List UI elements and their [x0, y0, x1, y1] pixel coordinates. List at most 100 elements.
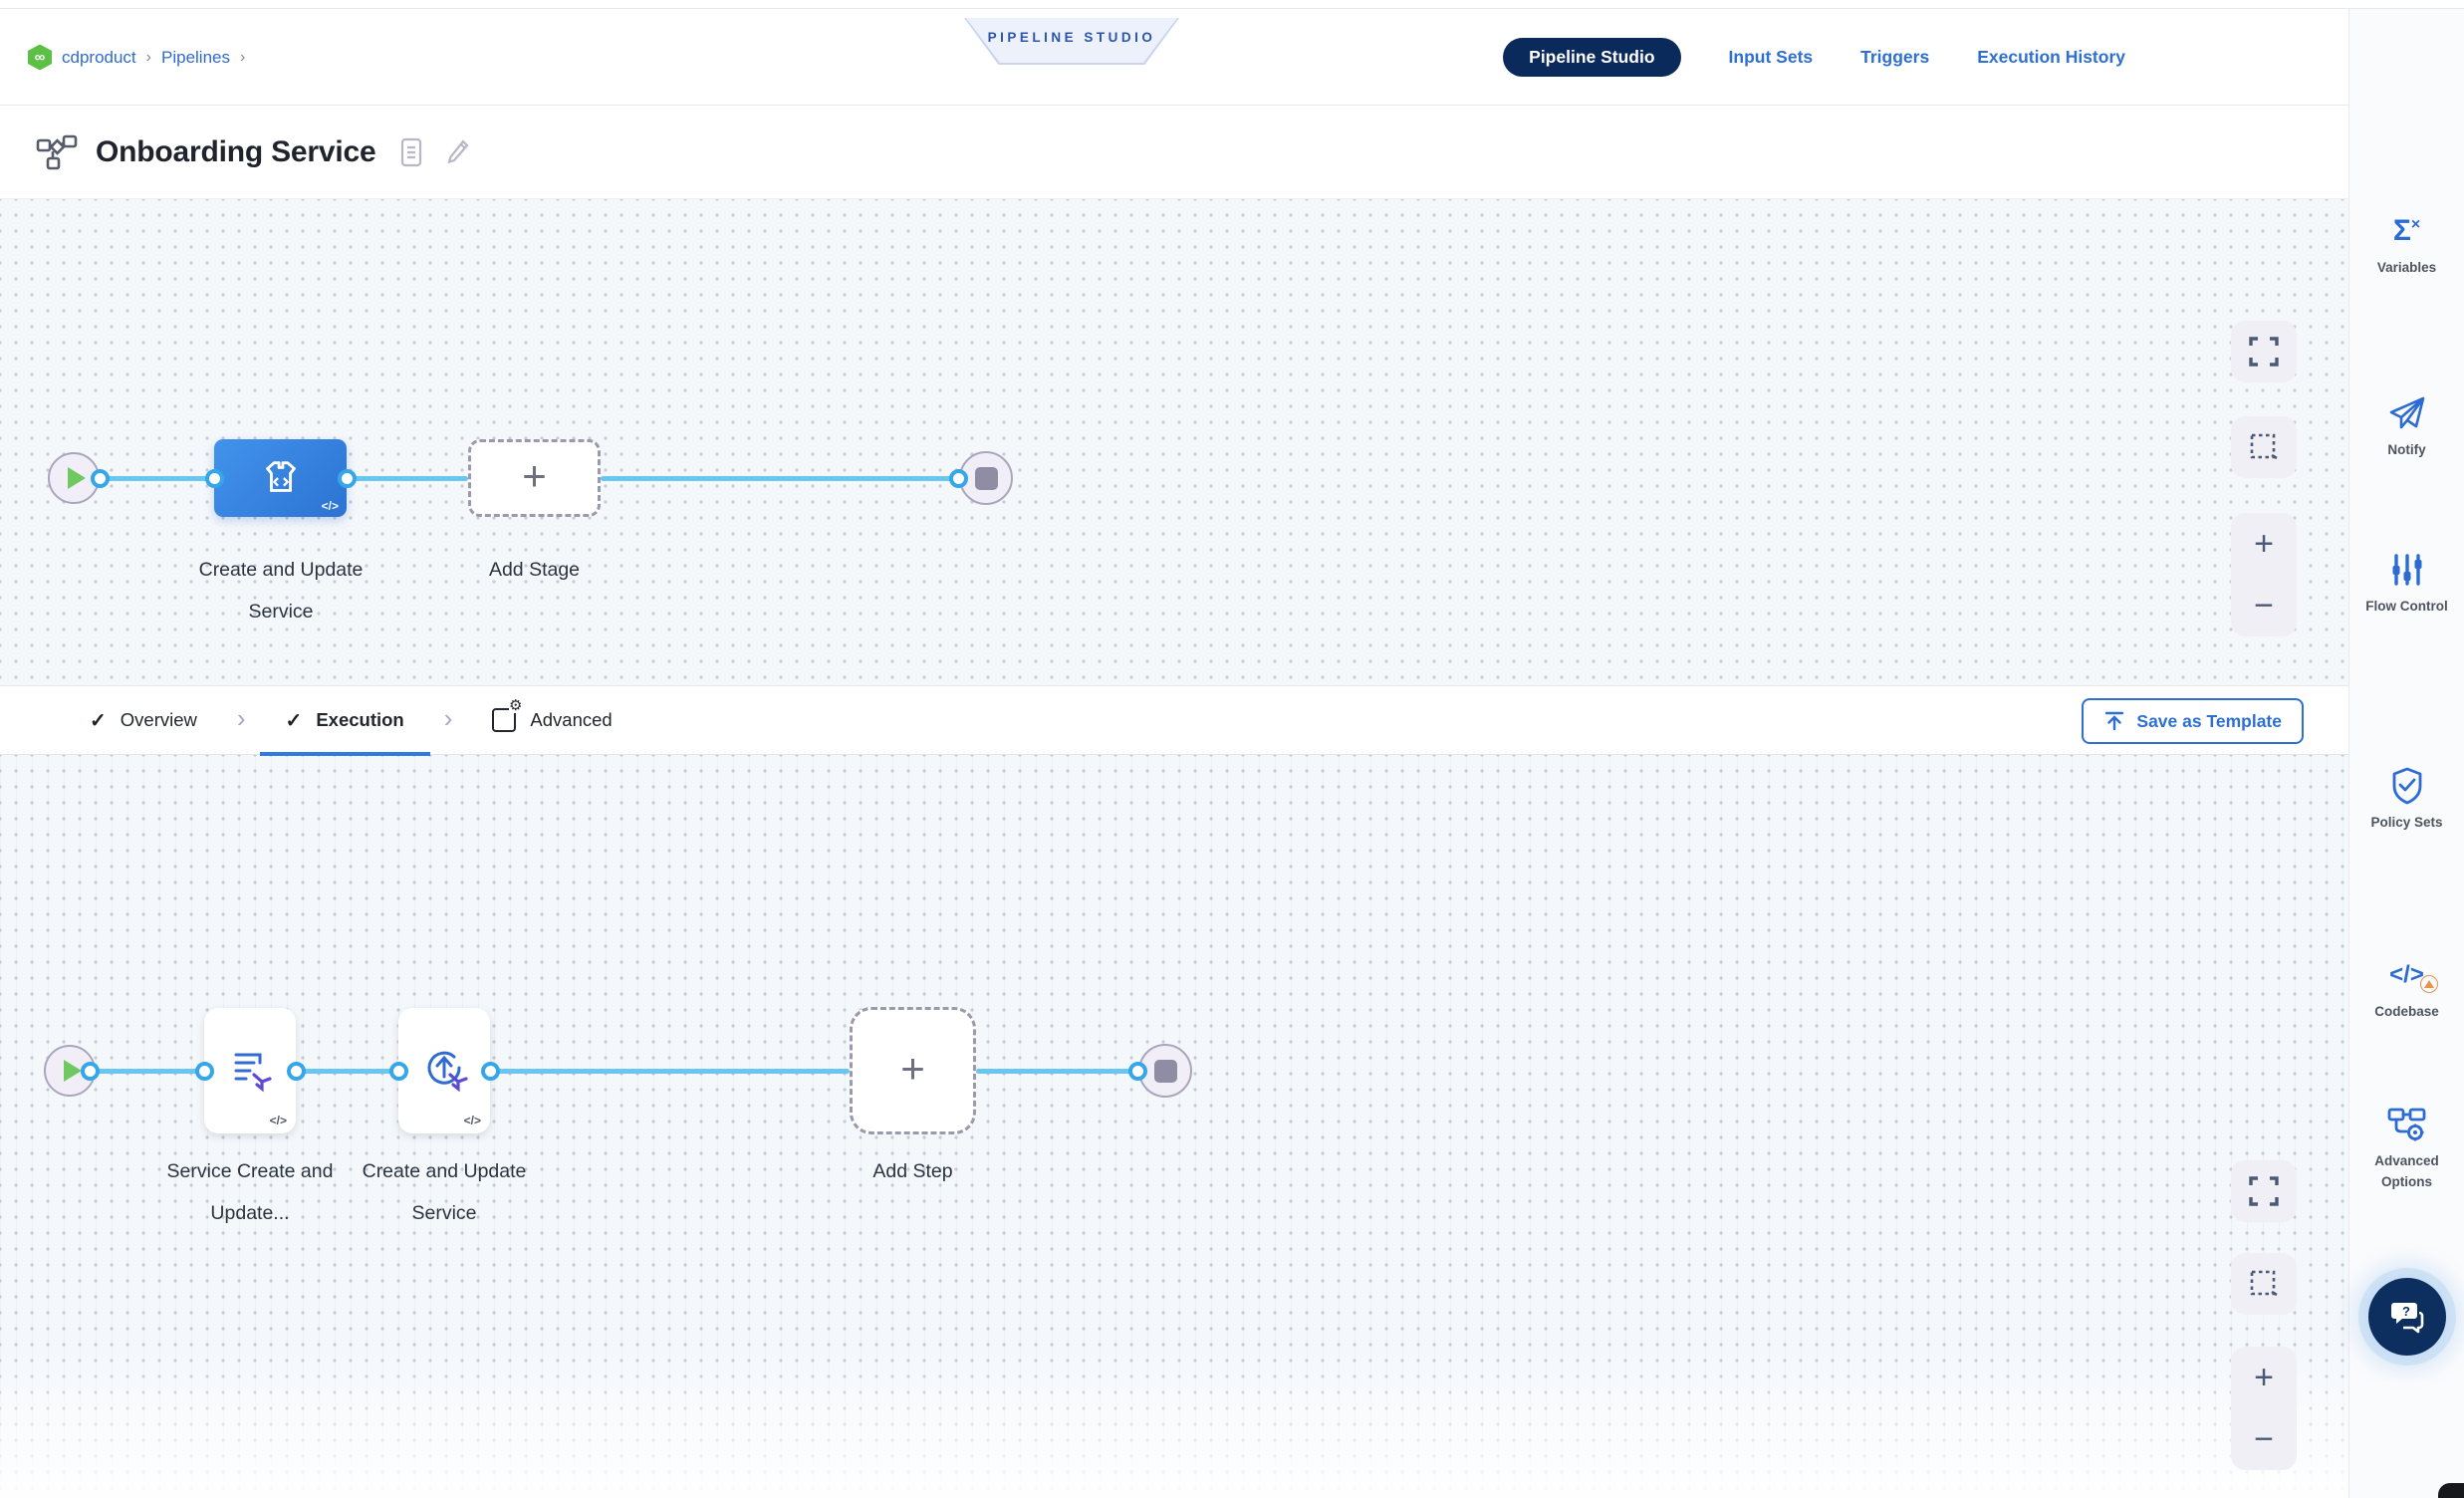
port[interactable] — [338, 469, 357, 488]
port[interactable] — [91, 469, 110, 488]
port[interactable] — [81, 1062, 100, 1081]
fit-to-screen-button[interactable] — [2231, 1160, 2297, 1222]
stage-yaml-tag: </> — [321, 499, 339, 513]
help-chat-button[interactable]: ? — [2368, 1278, 2446, 1356]
fit-to-screen-button[interactable] — [2231, 321, 2297, 382]
tab-pipeline-studio[interactable]: Pipeline Studio — [1503, 38, 1681, 77]
step-yaml-tag: </> — [463, 1114, 481, 1127]
variables-sigma-icon: Σ× — [2392, 214, 2421, 247]
sidebar-item-variables[interactable]: Σ× Variables — [2376, 214, 2437, 276]
wire — [296, 1069, 398, 1074]
breadcrumb-pipelines[interactable]: Pipelines — [161, 47, 230, 67]
wire — [100, 476, 214, 481]
zoom-controls: + − — [2231, 513, 2297, 636]
check-icon: ✓ — [285, 709, 303, 732]
pipeline-end-node[interactable] — [959, 451, 1013, 505]
header-toolbar-row: Onboarding Service VISUAL YAML Save Disc… — [0, 106, 2348, 290]
add-stage-button[interactable]: + — [468, 439, 601, 517]
port[interactable] — [949, 469, 968, 488]
policy-shield-check-icon — [2392, 767, 2421, 805]
tab-input-sets[interactable]: Input Sets — [1728, 47, 1814, 67]
tab-chevron-icon: › — [443, 703, 453, 733]
zoom-in-button[interactable]: + — [2254, 524, 2274, 563]
tab-triggers[interactable]: Triggers — [1860, 47, 1930, 67]
sidebar-item-codebase[interactable]: </> Codebase — [2374, 961, 2439, 1019]
top-divider — [0, 8, 2464, 9]
zoom-in-button[interactable]: + — [2254, 1358, 2274, 1396]
page-title: Onboarding Service — [96, 135, 376, 168]
execution-end-node[interactable] — [1138, 1044, 1192, 1098]
wire — [347, 476, 468, 481]
selection-box-icon — [2250, 1270, 2278, 1297]
flow-control-sliders-icon — [2392, 554, 2421, 586]
edit-pencil-icon[interactable] — [447, 137, 471, 167]
port[interactable] — [195, 1062, 214, 1081]
execution-step-canvas[interactable]: </> </> + Service Create and Update... C… — [0, 755, 2348, 1498]
stop-icon — [974, 466, 998, 490]
fullscreen-icon — [2249, 337, 2279, 367]
tab-chevron-icon: › — [236, 703, 246, 733]
sidebar-item-notify[interactable]: Notify — [2349, 395, 2464, 461]
wire — [490, 1069, 850, 1074]
notify-paper-plane-icon — [2389, 396, 2424, 429]
sidebar-item-flow-control[interactable]: Flow Control — [2349, 552, 2464, 618]
sidebar-item-advanced-options[interactable]: Advanced Options — [2349, 1107, 2464, 1193]
pipeline-icon — [36, 134, 78, 170]
sidebar-item-policy-sets[interactable]: Policy Sets — [2349, 767, 2464, 834]
stop-icon — [1153, 1059, 1177, 1083]
stage-config-tabbar: ✓ Overview › ✓ Execution › Advanced Save… — [0, 685, 2348, 756]
breadcrumb-project[interactable]: cdproduct — [62, 47, 136, 67]
zoom-out-button[interactable]: − — [2254, 1419, 2274, 1458]
play-icon — [67, 467, 86, 489]
select-region-button[interactable] — [2231, 1253, 2297, 1315]
advanced-gear-box-icon — [492, 698, 523, 732]
step-node-create-update-service[interactable]: </> — [398, 1008, 490, 1133]
check-icon: ✓ — [90, 709, 107, 732]
wire — [90, 1069, 204, 1074]
tab-advanced[interactable]: Advanced — [466, 685, 637, 755]
selection-box-icon — [2250, 433, 2278, 460]
upload-icon — [2105, 711, 2124, 731]
port[interactable] — [205, 469, 224, 488]
tab-execution[interactable]: ✓ Execution — [259, 685, 430, 756]
add-step-label[interactable]: Add Step — [872, 1160, 953, 1182]
stage-label[interactable]: Create and Update Service — [198, 559, 364, 623]
rollout-step-icon — [427, 1051, 468, 1093]
wire — [601, 476, 958, 481]
right-sidebar: Σ× Variables Notify Flow Control — [2348, 9, 2464, 1498]
top-navigation: Pipeline Studio Input Sets Triggers Exec… — [1503, 9, 2125, 106]
zoom-out-button[interactable]: − — [2254, 586, 2274, 624]
header-breadcrumb-row: ∞ cdproduct › Pipelines › PIPELINE STUDI… — [0, 9, 2348, 106]
port[interactable] — [1128, 1062, 1147, 1081]
port[interactable] — [287, 1062, 306, 1081]
pipeline-studio-banner: PIPELINE STUDIO — [964, 18, 1179, 65]
codebase-code-icon: </> — [2389, 961, 2438, 993]
add-step-button[interactable]: + — [850, 1007, 976, 1134]
stage-node-create-update-service[interactable]: </> — [214, 439, 347, 517]
tab-execution-history[interactable]: Execution History — [1977, 47, 2125, 67]
add-stage-label[interactable]: Add Stage — [488, 559, 581, 581]
harness-module-icon: ∞ — [28, 44, 52, 71]
script-step-icon — [234, 1053, 272, 1093]
pipeline-studio-banner-label: PIPELINE STUDIO — [966, 18, 1177, 63]
step-node-service-create-update[interactable]: </> — [204, 1008, 296, 1133]
port[interactable] — [389, 1062, 408, 1081]
description-doc-icon[interactable] — [399, 137, 423, 167]
step-yaml-tag: </> — [269, 1114, 287, 1127]
port[interactable] — [481, 1062, 500, 1081]
step2-label[interactable]: Create and Update Service — [362, 1160, 527, 1224]
svg-text:?: ? — [2402, 1304, 2410, 1319]
select-region-button[interactable] — [2231, 416, 2297, 478]
wire — [976, 1069, 1137, 1074]
save-as-template-button[interactable]: Save as Template — [2082, 698, 2304, 744]
zoom-controls: + − — [2231, 1347, 2297, 1470]
pipeline-stage-canvas[interactable]: </> + Create and Update Service Add Stag… — [0, 199, 2348, 685]
step1-label[interactable]: Service Create and Update... — [166, 1160, 334, 1224]
breadcrumb-separator: › — [145, 48, 151, 66]
bottom-corner-overlay — [2438, 1483, 2464, 1498]
tab-overview[interactable]: ✓ Overview — [90, 709, 197, 732]
chat-question-icon: ? — [2391, 1303, 2424, 1334]
codebase-warning-icon — [2419, 975, 2438, 993]
breadcrumb-separator: › — [240, 48, 246, 66]
